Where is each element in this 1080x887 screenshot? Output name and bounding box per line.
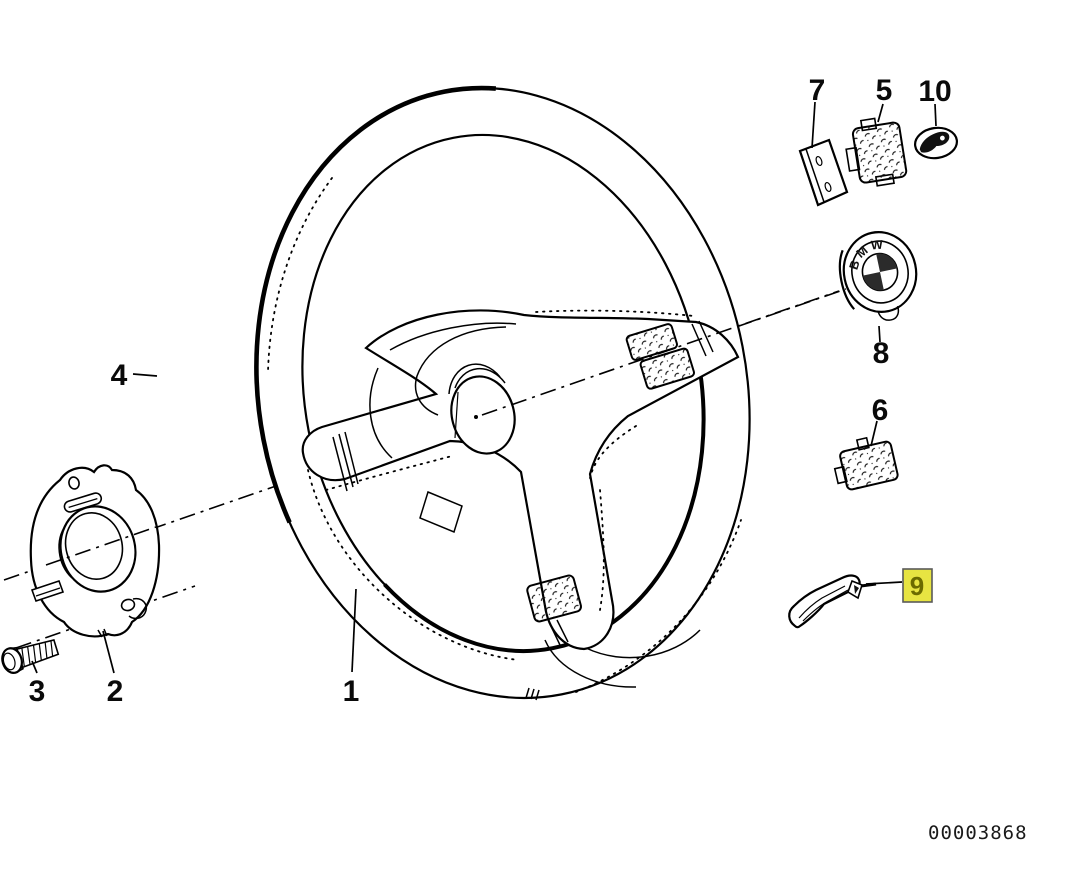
- bolt-part: [1, 639, 60, 674]
- bolt-head: [1, 647, 23, 674]
- callout-6[interactable]: 6: [872, 394, 889, 427]
- leader-5: [877, 103, 884, 123]
- leader-7: [811, 101, 816, 149]
- pad6-body: [839, 440, 899, 491]
- steering-wheel-part: [254, 85, 752, 701]
- wheel-spokes-hub: [301, 309, 740, 651]
- leader-6: [870, 420, 878, 447]
- button-pad-6-part: [833, 436, 899, 491]
- plate-screw-hole: [68, 476, 80, 490]
- bracket-hole-1: [815, 155, 823, 167]
- callout-1[interactable]: 1: [343, 675, 360, 708]
- doc-number: 00003868: [928, 822, 1028, 844]
- hub-center-dot: [474, 415, 478, 419]
- trim-lever-fold: [854, 585, 859, 594]
- pad5-body: [851, 121, 908, 184]
- plate-bore-shadow: [58, 524, 73, 579]
- bracket-flange: [805, 148, 825, 203]
- callout-9-highlight: [902, 568, 933, 603]
- leader-2: [102, 630, 115, 674]
- plate-notch: [97, 628, 108, 638]
- callout-5[interactable]: 5: [876, 74, 893, 107]
- hub-bore-rings-offset: [448, 363, 506, 395]
- hub-plate-part: [29, 464, 161, 638]
- leader-10: [934, 103, 937, 127]
- plate-hook-hole: [120, 598, 136, 612]
- callouts: 1 2 3 4 5 6 7 8 10 9: [29, 74, 952, 708]
- bracket-hole-2: [824, 181, 832, 193]
- hub-detail-lines: [332, 320, 714, 688]
- callout-2[interactable]: 2: [107, 675, 124, 708]
- spoke-stipple: [325, 309, 695, 611]
- emblem-part: BMW: [838, 231, 918, 321]
- button-pad-5-part: [845, 117, 908, 187]
- callout-10[interactable]: 10: [918, 75, 951, 108]
- trim-lever-part: [788, 574, 863, 629]
- leader-4: [132, 373, 158, 377]
- bracket-part: [798, 138, 849, 207]
- emblem-quarter-ll: [862, 272, 884, 291]
- bolt-threads: [21, 640, 54, 667]
- emblem-quarter-ur: [876, 253, 898, 272]
- rim-stipple: [267, 177, 742, 693]
- trim-lever-hatch: [798, 585, 849, 622]
- horn-pad-bottom: [526, 574, 582, 623]
- bracket-face: [798, 138, 849, 207]
- plate-hook: [128, 597, 147, 620]
- rim-hatch-bottom: [525, 687, 540, 701]
- callout-4[interactable]: 4: [111, 359, 128, 392]
- callout-8[interactable]: 8: [873, 337, 890, 370]
- emblem-bottom-tab: [877, 305, 900, 321]
- hub-bore-chord: [454, 391, 459, 439]
- axis-over-wheel: [481, 290, 840, 416]
- plate-tab-left: [30, 579, 65, 603]
- trim-lever-outline: [788, 574, 861, 629]
- callout-7[interactable]: 7: [809, 74, 826, 107]
- leader-3: [31, 660, 38, 674]
- callout-9[interactable]: 9: [910, 571, 924, 601]
- callout-3[interactable]: 3: [29, 675, 46, 708]
- horn-button-part: [913, 126, 959, 160]
- leader-8: [878, 325, 881, 343]
- leader-1: [351, 588, 357, 673]
- leader-9-tip: [860, 582, 877, 588]
- wheel-rim-outer-weight: [254, 85, 752, 701]
- bolt-head-face: [2, 652, 16, 671]
- horn-icon-curl: [939, 135, 945, 141]
- axis-over-plate: [45, 526, 157, 566]
- plate-center-bore-inner: [64, 512, 124, 580]
- emblem-cap-rim: [838, 249, 856, 310]
